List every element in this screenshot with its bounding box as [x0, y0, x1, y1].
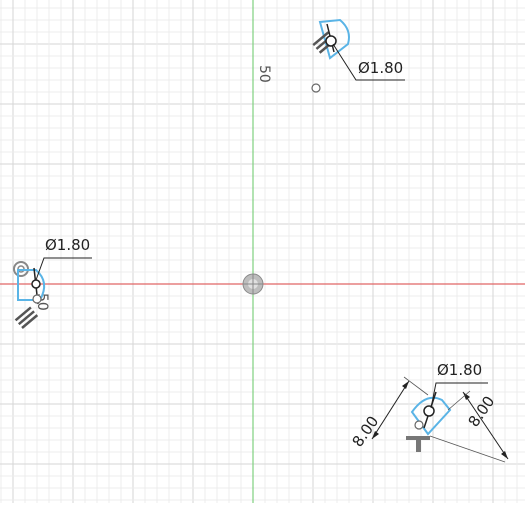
- bottom-right-right-ext-line-2: [429, 435, 506, 463]
- bottom-right-hole-diameter-label[interactable]: Ø1.80: [437, 361, 482, 379]
- top-profile-arc: [318, 18, 350, 60]
- bottom-right-dimension-leader: [430, 382, 488, 409]
- top-dimension-leader: [332, 43, 405, 81]
- left-hole-diameter-label[interactable]: Ø1.80: [45, 236, 90, 254]
- left-dimension-leader: [35, 257, 92, 281]
- bottom-right-hole-circle[interactable]: [423, 405, 435, 417]
- bottom-right-hole-sketch[interactable]: Ø1.80 8.00 8.00: [349, 361, 509, 463]
- left-hole-circle[interactable]: [31, 279, 41, 289]
- origin-point-icon[interactable]: [242, 273, 264, 295]
- bottom-right-right-ext-line: [447, 390, 471, 411]
- bottom-right-left-dim-line: [371, 380, 410, 440]
- top-hole-diameter-label[interactable]: Ø1.80: [358, 59, 403, 77]
- top-hole-point[interactable]: [311, 83, 321, 93]
- arrow-icon: [463, 392, 470, 400]
- bottom-right-profile-arc: [410, 396, 452, 436]
- top-hole-sketch[interactable]: Ø1.80: [311, 18, 405, 93]
- bottom-right-left-ext-line: [403, 376, 429, 396]
- bottom-right-hole-point[interactable]: [414, 420, 424, 430]
- bottom-right-right-dim-line: [462, 391, 509, 460]
- coincident-constraint-icon[interactable]: [14, 306, 39, 329]
- arrow-icon: [402, 381, 409, 389]
- arrow-icon: [501, 451, 508, 459]
- fix-constraint-icon[interactable]: [406, 436, 430, 452]
- left-hole-point[interactable]: [32, 294, 42, 304]
- top-hole-circle[interactable]: [325, 35, 337, 47]
- y-axis-tick-label: 50: [256, 65, 272, 83]
- arrow-icon: [372, 431, 379, 439]
- left-hole-sketch[interactable]: Ø1.80: [13, 236, 92, 329]
